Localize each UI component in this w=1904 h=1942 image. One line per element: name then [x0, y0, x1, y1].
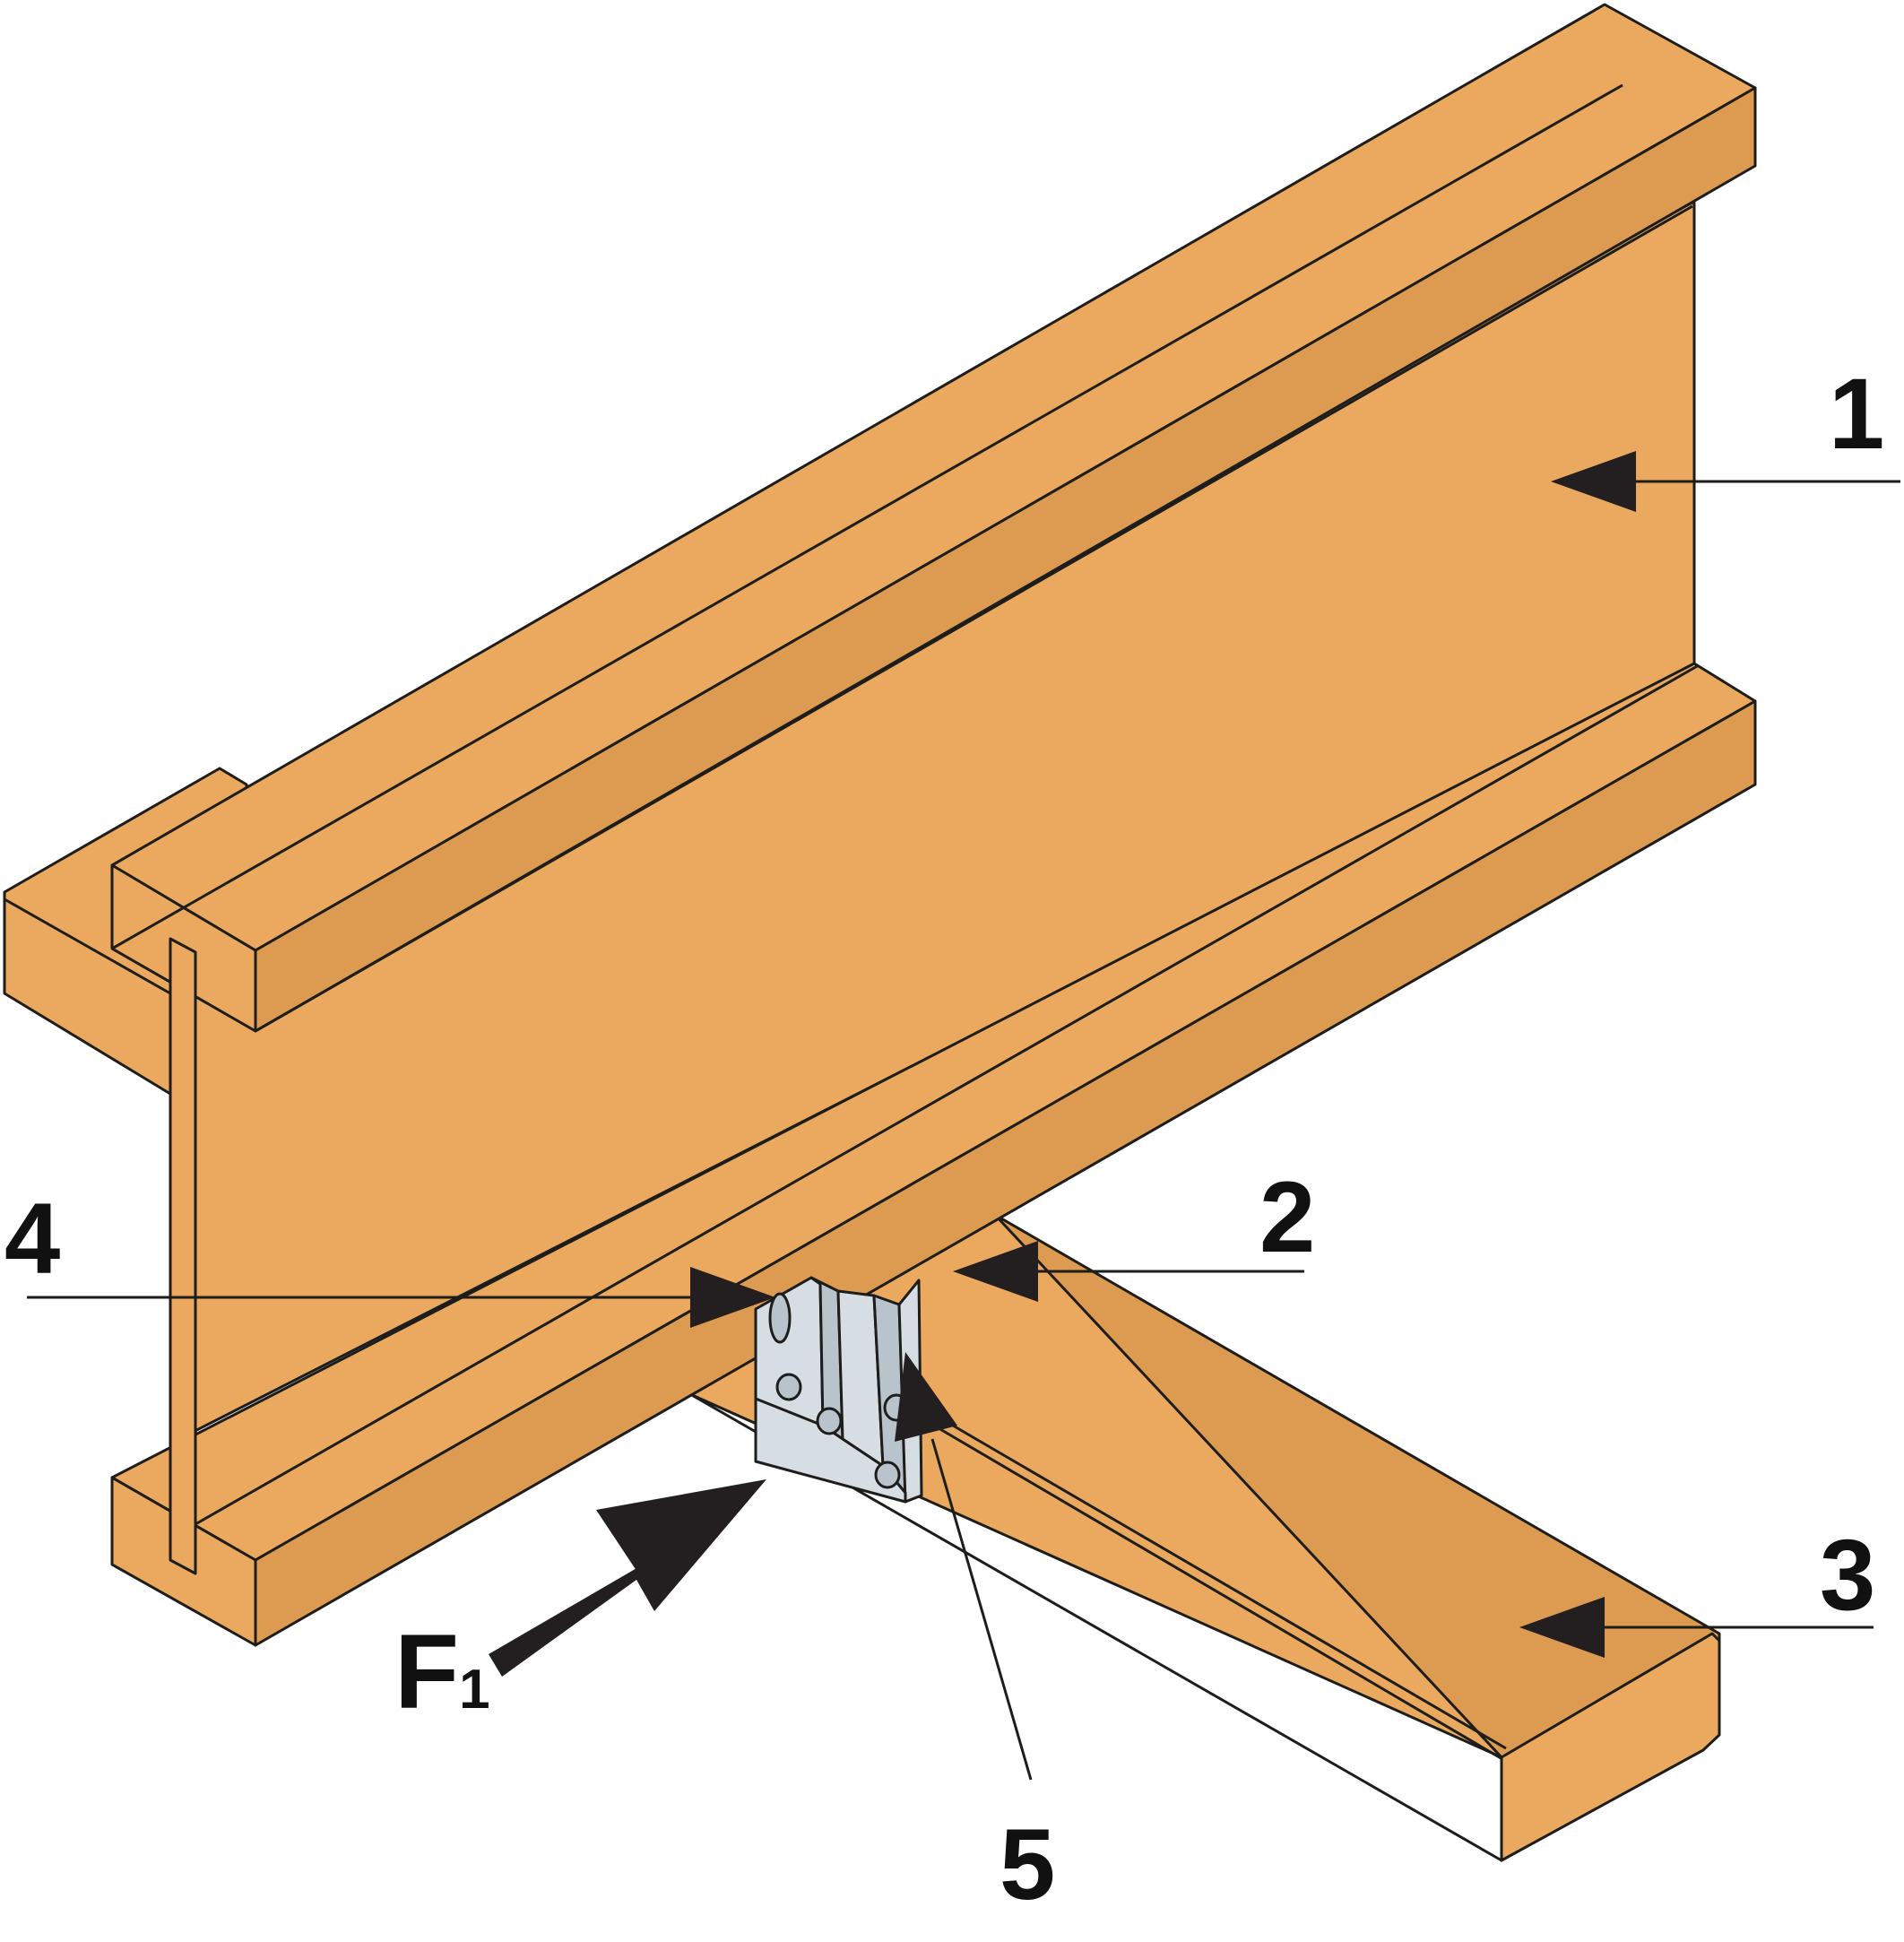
i-joist: [3, 3, 1757, 1647]
arrowhead-3: [1519, 1597, 1605, 1658]
arrowhead-2: [953, 1241, 1038, 1302]
callout-5: 5: [895, 1352, 1055, 1920]
hanger-nail-hole-1: [775, 1373, 802, 1401]
force-symbol: F: [394, 1613, 459, 1731]
force-subscript: 1: [459, 1659, 489, 1721]
force-arrow: [489, 1479, 766, 1677]
hanger-nail-hole-3: [874, 1461, 901, 1489]
callout-number-1: 1: [1829, 358, 1884, 470]
back-flange-stub-edge: [4, 897, 171, 995]
callout-3: 3: [1519, 1519, 1875, 1658]
lower-beam-edge-bevel-2: [937, 1415, 1507, 1750]
callout-1: 1: [1551, 358, 1900, 512]
top-flange-groove: [111, 83, 1623, 950]
hanger-connector: [754, 1276, 923, 1504]
lower-beam: [688, 1213, 1721, 1862]
callout-number-4: 4: [4, 1183, 60, 1295]
bottom-flange-groove: [195, 663, 1700, 1526]
callout-number-2: 2: [1259, 1161, 1315, 1273]
web-stiffener-strip: [169, 937, 197, 1575]
lower-beam-edge-bevel: [933, 1424, 1503, 1761]
force-label: F1: [394, 1613, 490, 1731]
callout-number-3: 3: [1820, 1519, 1875, 1631]
arrowhead-4: [690, 1267, 775, 1328]
force-f1: F1: [394, 1479, 766, 1731]
hanger-nail-hole-2: [816, 1407, 843, 1435]
top-flange-groove-2: [255, 204, 1693, 1033]
hanger-slot-hole: [768, 1292, 792, 1344]
callout-number-5: 5: [1000, 1808, 1055, 1920]
leader-line-5: [930, 1438, 1033, 1781]
callout-4: 4: [4, 1183, 775, 1328]
arrowhead-5: [895, 1352, 957, 1442]
arrowhead-1: [1551, 451, 1636, 512]
callout-2: 2: [953, 1161, 1315, 1302]
